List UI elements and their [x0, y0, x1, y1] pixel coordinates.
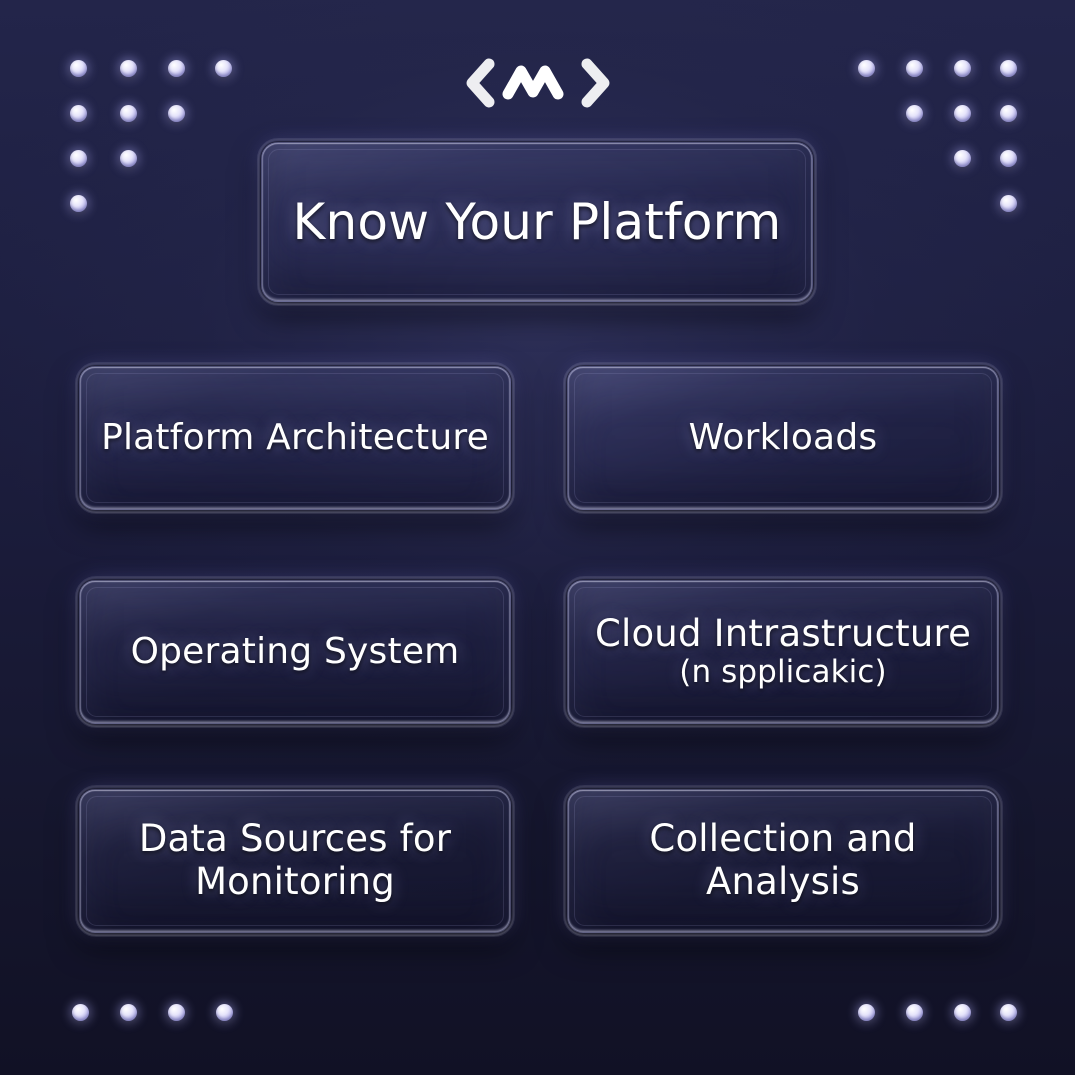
- decorative-dot: [168, 60, 185, 77]
- card-data-sources[interactable]: Data Sources for Monitoring: [75, 785, 515, 937]
- decorative-dot: [954, 60, 971, 77]
- card-workloads[interactable]: Workloads: [563, 362, 1003, 514]
- decorative-dot: [954, 150, 971, 167]
- decorative-dot: [70, 105, 87, 122]
- decorative-dot: [70, 60, 87, 77]
- decorative-dot: [954, 105, 971, 122]
- card-label: Data Sources for Monitoring: [138, 817, 452, 903]
- title-card[interactable]: Know Your Platform: [257, 138, 817, 306]
- card-label: Collection and Analysis: [649, 817, 917, 903]
- decorative-dot: [1000, 150, 1017, 167]
- card-label: Operating System: [130, 631, 460, 673]
- decorative-dot: [120, 105, 137, 122]
- card-label: Cloud Intrastructure (n spplicakic): [579, 611, 987, 692]
- decorative-dot: [1000, 60, 1017, 77]
- decorative-dot: [72, 1004, 89, 1021]
- page-title: Know Your Platform: [292, 193, 782, 251]
- decorative-dot: [70, 150, 87, 167]
- card-label-sub: (n spplicakic): [679, 654, 887, 691]
- decorative-dot: [906, 1004, 923, 1021]
- decorative-dot: [1000, 195, 1017, 212]
- decorative-dot: [858, 1004, 875, 1021]
- decorative-dot: [906, 105, 923, 122]
- decorative-dot: [906, 60, 923, 77]
- decorative-dot: [215, 60, 232, 77]
- decorative-dot: [120, 150, 137, 167]
- angle-bracket-zigzag-logo-icon: [463, 52, 613, 114]
- decorative-dot: [216, 1004, 233, 1021]
- card-platform-architecture[interactable]: Platform Architecture: [75, 362, 515, 514]
- decorative-dot: [168, 1004, 185, 1021]
- decorative-dot: [954, 1004, 971, 1021]
- decorative-dot: [120, 1004, 137, 1021]
- card-label-main: Cloud Intrastructure: [594, 611, 972, 655]
- decorative-dot: [858, 60, 875, 77]
- card-label: Platform Architecture: [101, 417, 489, 459]
- card-collection-analysis[interactable]: Collection and Analysis: [563, 785, 1003, 937]
- card-operating-system[interactable]: Operating System: [75, 576, 515, 728]
- decorative-dot: [1000, 105, 1017, 122]
- decorative-dot: [70, 195, 87, 212]
- decorative-dot: [1000, 1004, 1017, 1021]
- card-cloud-infrastructure[interactable]: Cloud Intrastructure (n spplicakic): [563, 576, 1003, 728]
- card-label: Workloads: [688, 417, 878, 459]
- decorative-dot: [120, 60, 137, 77]
- decorative-dot: [168, 105, 185, 122]
